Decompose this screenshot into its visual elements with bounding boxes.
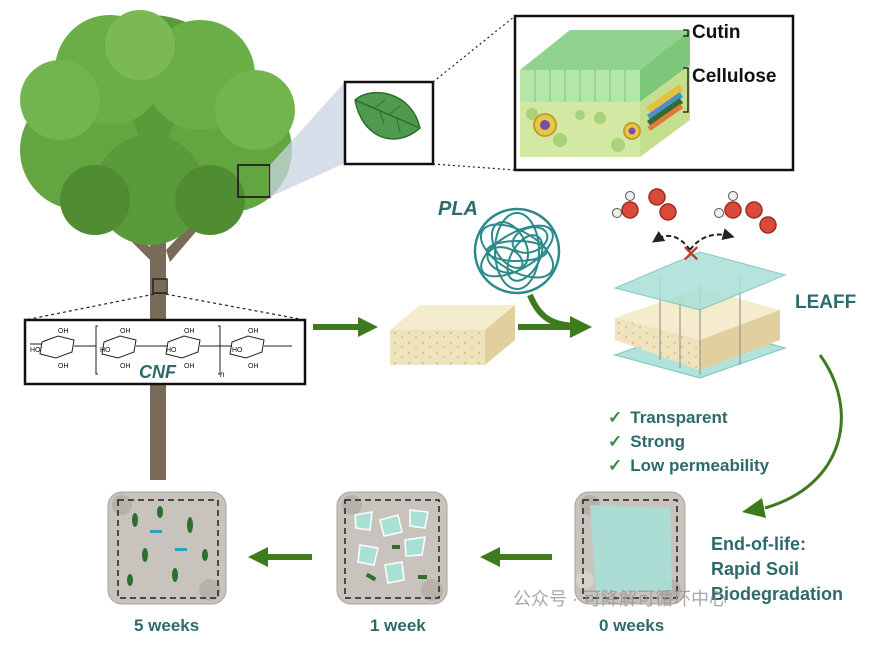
property-transparent: ✓ Transparent (608, 408, 728, 428)
watermark: 公众号 · 可降解可循环中心 (513, 589, 727, 609)
svg-text:OH: OH (120, 363, 131, 370)
leaf-cross-section (520, 30, 690, 157)
cellulose-structure (30, 325, 292, 375)
blocked-arrow-left (652, 231, 691, 251)
label-cutin: Cutin (692, 22, 741, 43)
svg-text:OH: OH (248, 363, 259, 370)
cnf-foam (390, 305, 515, 365)
arrow-cnf-to-foam (313, 317, 378, 337)
property-label: Transparent (630, 408, 728, 427)
svg-text:OH: OH (58, 363, 69, 370)
blocked-x-icon: ✕ (681, 240, 701, 268)
svg-text:OH: OH (58, 328, 69, 335)
label-cellulose: Cellulose (692, 66, 777, 87)
svg-text:HO: HO (166, 347, 177, 354)
svg-text:OH: OH (184, 363, 195, 370)
arrow-leaff-to-end-of-life (764, 354, 843, 510)
end-of-life-line-2: Rapid Soil (711, 559, 800, 579)
svg-text:OH: OH (184, 328, 195, 335)
pla-coil (473, 207, 561, 295)
end-of-life-line-3: Biodegradation (711, 584, 844, 604)
svg-text:OH: OH (120, 328, 131, 335)
soil-sample-1-week (336, 491, 448, 605)
water-molecule-right (714, 191, 742, 219)
check-icon: ✓ (608, 456, 623, 475)
check-icon: ✓ (608, 408, 623, 427)
end-of-life-line-1: End-of-life: (711, 534, 806, 554)
water-molecule-left (612, 191, 639, 219)
leaf-zoom-cone (270, 82, 345, 197)
arrow-pla-to-leaff (527, 293, 576, 329)
blocked-arrow-right (689, 228, 735, 251)
arrow-1-to-5-weeks (248, 547, 312, 567)
timeline-label-0-weeks: 0 weeks (599, 616, 665, 635)
svg-text:HO: HO (30, 347, 41, 354)
property-label: Strong (630, 432, 686, 451)
arrow-0-to-1-week (480, 547, 552, 567)
oxygen-molecule-right (745, 201, 777, 234)
timeline-label-1-week: 1 week (370, 616, 426, 635)
svg-text:HO: HO (232, 347, 243, 354)
label-pla: PLA (438, 198, 478, 220)
label-cnf: CNF (139, 362, 176, 382)
timeline-label-5-weeks: 5 weeks (134, 616, 200, 635)
leaf-icon (354, 91, 421, 140)
leaff-composite (612, 251, 788, 379)
tree-canopy (20, 10, 295, 245)
property-low-permeability: ✓ Low permeability (608, 456, 769, 476)
soil-sample-5-weeks (107, 491, 227, 605)
label-leaff: LEAFF (795, 292, 857, 313)
property-label: Low permeability (630, 456, 770, 475)
check-icon: ✓ (608, 432, 623, 451)
soil-sample-0-weeks (574, 491, 686, 605)
svg-text:OH: OH (248, 328, 259, 335)
structure-annotations: OH HO OH OH HO OH OH HO OH OH HO OH (30, 328, 259, 370)
tree (20, 10, 295, 480)
svg-text:HO: HO (100, 347, 111, 354)
property-strong: ✓ Strong (608, 432, 685, 452)
label-subscript-n: n (220, 370, 225, 379)
oxygen-molecule-left (648, 188, 677, 221)
arrow-foam-to-leaff (518, 316, 592, 338)
molecules (612, 188, 777, 234)
